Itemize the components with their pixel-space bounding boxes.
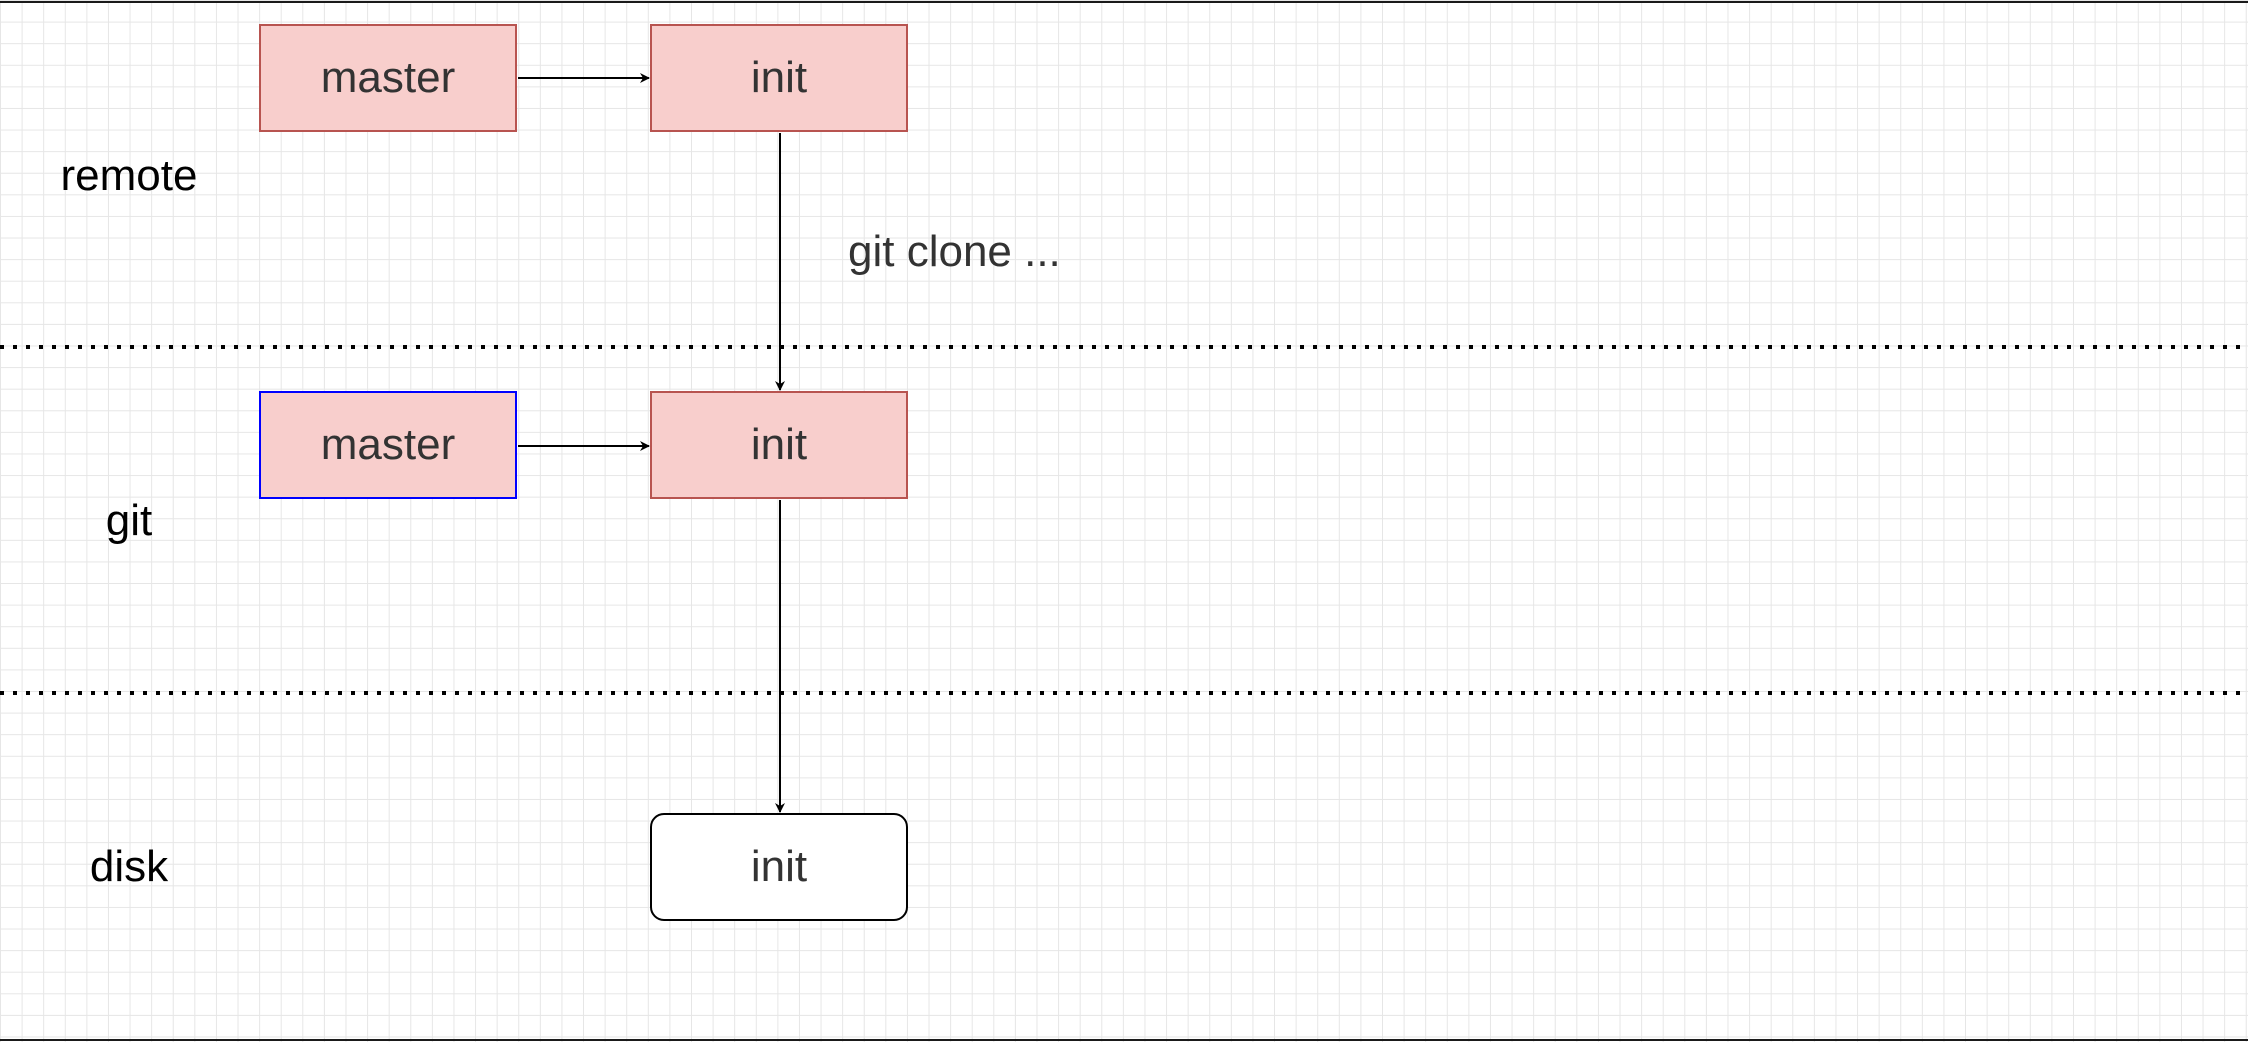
disk-init-file[interactable]: init xyxy=(650,813,908,921)
lane-label-remote: remote xyxy=(60,151,198,200)
top-border xyxy=(0,1,2248,3)
bottom-border xyxy=(0,1039,2248,1041)
lane-label-disk: disk xyxy=(89,842,169,891)
remote-init-commit[interactable]: init xyxy=(650,24,908,132)
git-init-commit[interactable]: init xyxy=(650,391,908,499)
git-master-branch[interactable]: master xyxy=(259,391,517,499)
lane-label-git: git xyxy=(105,496,153,545)
clone-edge-label: git clone ... xyxy=(848,227,1061,276)
remote-master-branch[interactable]: master xyxy=(259,24,517,132)
